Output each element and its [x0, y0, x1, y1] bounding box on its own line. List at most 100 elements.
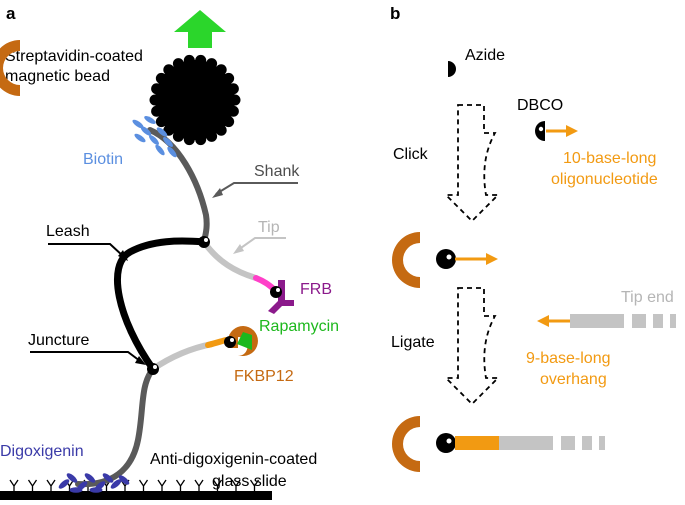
- dbco-label: DBCO: [517, 97, 563, 114]
- clicked-product: [392, 232, 498, 288]
- dbco-group-icon: [535, 121, 545, 141]
- bead-bump: [195, 54, 207, 66]
- glass-slide: [0, 491, 272, 500]
- bead-label-line1: Streptavidin-coated: [5, 48, 143, 65]
- rapamycin-label: Rapamycin: [259, 318, 339, 335]
- bead-bump: [227, 105, 239, 117]
- digoxigenin-mark: [118, 475, 130, 485]
- antibody-icon: [231, 479, 241, 491]
- slide-label-line1: Anti-digoxigenin-coated: [150, 451, 317, 468]
- leash-pointer: [48, 243, 124, 257]
- bead-bump: [183, 54, 195, 66]
- bead-bump: [151, 83, 163, 95]
- juncture-label: Juncture: [28, 332, 89, 349]
- oligo-arrowhead: [566, 125, 578, 137]
- oligo-label-line2: oligonucleotide: [551, 171, 658, 188]
- fkbp12-label: FKBP12: [234, 368, 294, 385]
- antibody-icon: [9, 479, 19, 491]
- tip-pointer: [237, 237, 286, 251]
- antibody-icon: [27, 479, 38, 491]
- bead-bump: [149, 94, 161, 106]
- ligated-product: [392, 416, 605, 472]
- biotin-marks: [132, 116, 177, 158]
- bead-bump: [215, 124, 227, 136]
- digoxigenin-mark: [102, 473, 114, 483]
- biotin-mark: [167, 146, 177, 158]
- force-arrow-icon: [174, 10, 226, 48]
- bead-bump: [172, 58, 184, 70]
- tip-pointer-arrowhead: [233, 244, 244, 254]
- frb-label: FRB: [300, 281, 332, 298]
- bead-bump: [183, 134, 195, 146]
- bead-bump: [206, 58, 218, 70]
- ligated-cup-icon: [392, 416, 420, 472]
- bead-bump: [206, 130, 218, 142]
- bead-bump: [195, 134, 207, 146]
- digoxigenin-marks: [58, 473, 130, 493]
- antibody-icon: [249, 479, 260, 491]
- bead-bump: [172, 130, 184, 142]
- juncture-pointer: [30, 351, 141, 362]
- azide-group-icon: [448, 61, 456, 77]
- magnetic-bead: [149, 54, 241, 146]
- bead-bump: [229, 94, 241, 106]
- bead-label-line2: magnetic bead: [5, 68, 110, 85]
- biotin-mark: [134, 133, 146, 143]
- clicked-oligo-arrowhead: [486, 253, 498, 265]
- biotin-mark: [156, 127, 168, 137]
- antibody-icon: [138, 479, 149, 491]
- biotin-mark: [144, 116, 156, 124]
- fkbp12-protein: [224, 326, 258, 356]
- antibody-icon: [157, 479, 167, 491]
- ligate-step-arrow: [443, 287, 501, 406]
- antibody-icon: [46, 479, 56, 491]
- tip-label: Tip: [258, 219, 280, 236]
- biotin-mark: [155, 144, 165, 156]
- digoxigenin-mark: [66, 473, 78, 483]
- azide-cup-icon: [0, 40, 20, 96]
- leash-strand: [114, 237, 208, 373]
- tip-strand: [201, 239, 259, 281]
- panel-a-letter: a: [6, 4, 16, 23]
- biotin-mark: [132, 119, 144, 129]
- tether-base-strand: [75, 366, 156, 488]
- bead-bump: [151, 105, 163, 117]
- antibody-icon: [212, 479, 223, 491]
- digoxigenin-mark: [69, 487, 83, 493]
- fkbp-linker-strand: [150, 341, 215, 372]
- clicked-cup-icon: [392, 232, 420, 288]
- bead-bump: [227, 83, 239, 95]
- ligate-label: Ligate: [391, 334, 435, 351]
- tip-end-label: Tip end: [621, 289, 674, 306]
- bead-bump: [223, 116, 235, 128]
- bead-bump: [163, 64, 175, 76]
- shank-pointer: [215, 182, 298, 195]
- biotin-mark: [140, 126, 152, 136]
- shank-pointer-arrowhead: [212, 188, 223, 198]
- antibody-icon: [194, 479, 204, 491]
- leash-pointer-arrowhead: [118, 250, 128, 261]
- panel-b-letter: b: [390, 4, 400, 23]
- digoxigenin-label: Digoxigenin: [0, 443, 84, 460]
- biotin-label: Biotin: [83, 151, 123, 168]
- juncture-pointer-arrowhead: [135, 356, 146, 365]
- digoxigenin-mark: [58, 479, 70, 489]
- shank-label: Shank: [254, 163, 300, 180]
- biotin-mark: [163, 137, 173, 147]
- shank-leash-node: [198, 236, 210, 248]
- slide-label-line2: glass slide: [212, 473, 287, 490]
- frb-protein: [268, 280, 294, 314]
- bead-bumps: [149, 54, 241, 146]
- digoxigenin-mark: [110, 479, 122, 489]
- azide-molecule: [0, 40, 456, 96]
- biotin-mark: [149, 135, 159, 145]
- antibody-icon: [175, 479, 186, 491]
- click-label: Click: [393, 146, 429, 163]
- azide-label: Azide: [465, 47, 505, 64]
- click-step-arrow: [443, 104, 501, 223]
- leash-label: Leash: [46, 223, 90, 240]
- tip-end-arrowhead: [537, 315, 549, 327]
- bead-bump: [223, 72, 235, 84]
- panel-b: b Azide DBCO 10-base-long oligonucleotid…: [0, 4, 676, 472]
